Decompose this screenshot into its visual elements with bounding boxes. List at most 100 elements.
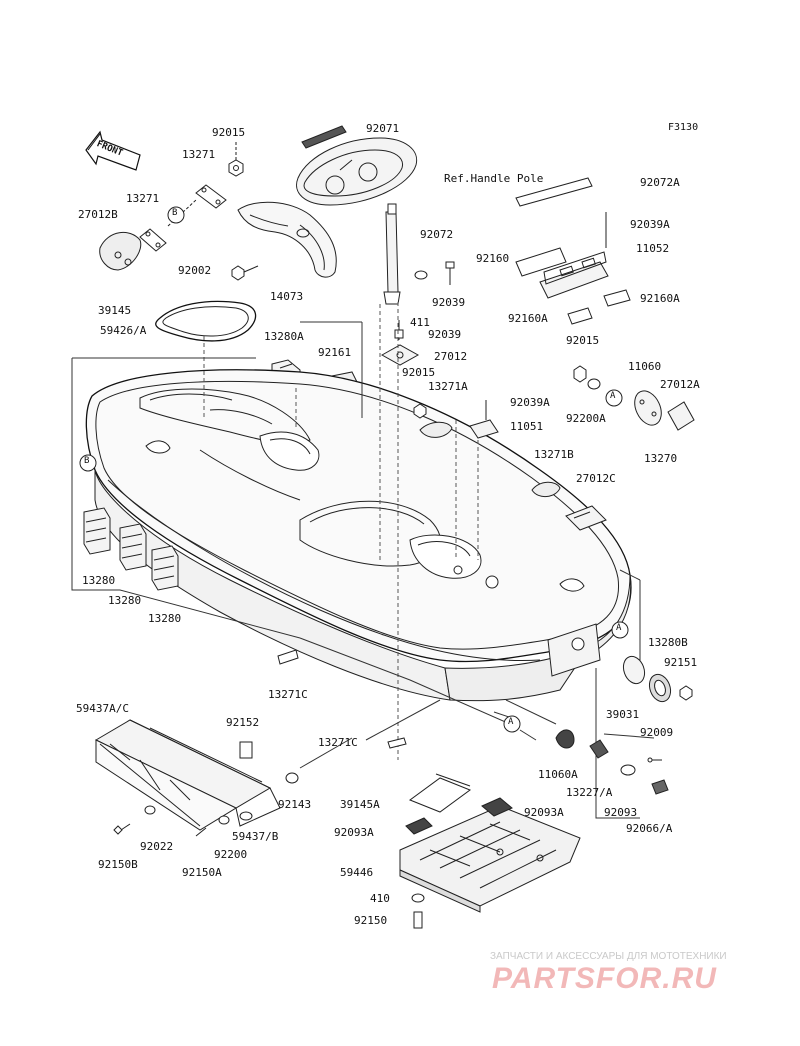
part-label: 14073 xyxy=(270,290,304,303)
plate-13271-lower xyxy=(139,228,167,252)
bolt-92150A xyxy=(195,827,207,837)
nut-92015-right xyxy=(573,365,587,383)
part-label: 92072 xyxy=(420,228,454,241)
part-label: 92039A xyxy=(510,396,550,409)
cover-11060A xyxy=(555,729,575,749)
handle-strap xyxy=(237,201,337,278)
nut-92015 xyxy=(228,159,244,177)
callout-b-left: B xyxy=(84,456,90,466)
callout-b-top: B xyxy=(172,208,178,218)
cover-11060 xyxy=(634,390,662,426)
part-label: 92009 xyxy=(640,726,674,739)
gasket-39145 xyxy=(155,300,257,342)
plate-13271B xyxy=(531,481,561,497)
part-label: 13280 xyxy=(108,594,142,607)
part-label: 59446 xyxy=(340,866,374,879)
part-label: 11052 xyxy=(636,242,670,255)
figure-code: F3130 xyxy=(668,122,699,133)
pad-92160 xyxy=(515,247,567,277)
plate-59446 xyxy=(399,805,581,913)
pad-92093A-left xyxy=(405,817,433,835)
handle-pole-cover xyxy=(296,137,418,206)
part-label: 92093A xyxy=(524,806,564,819)
clip-13280-a xyxy=(83,507,111,555)
part-label: 39145 xyxy=(98,304,132,317)
plate-13271-upper xyxy=(195,184,227,209)
part-label: 92072A xyxy=(640,176,680,189)
part-label: 92039 xyxy=(428,328,462,341)
pole-92072 xyxy=(383,203,401,305)
part-label: 13271A xyxy=(428,380,468,393)
part-label: 92093 xyxy=(604,806,638,819)
part-label: 92200A xyxy=(566,412,606,425)
screw-92009 xyxy=(647,757,662,763)
callout-a-bottom: A xyxy=(508,717,514,727)
clip-13271C-a xyxy=(277,649,299,665)
part-label: 410 xyxy=(370,892,390,905)
part-label: 13280 xyxy=(148,612,182,625)
intake-39145A xyxy=(408,773,472,813)
bolt-92002 xyxy=(231,265,259,281)
callout-a-rear: A xyxy=(616,623,622,633)
part-label: 92066/A xyxy=(626,822,673,835)
part-label: 92022 xyxy=(140,840,174,853)
pad-92160A-right xyxy=(603,289,631,307)
cap-13280B xyxy=(648,673,672,703)
clip-13280-b xyxy=(119,523,147,571)
part-label: 59426/A xyxy=(100,324,147,337)
bolt-92150 xyxy=(413,911,423,929)
bolt-92150B xyxy=(113,823,131,835)
part-label: 11060A xyxy=(538,768,578,781)
part-label: 92015 xyxy=(566,334,600,347)
part-label: 92160 xyxy=(476,252,510,265)
part-label: 92160A xyxy=(640,292,680,305)
part-label: 39145A xyxy=(340,798,380,811)
washer-92143 xyxy=(285,772,299,784)
bracket-11052 xyxy=(539,212,609,299)
callout-circles xyxy=(79,206,629,733)
part-label: 13271 xyxy=(126,192,160,205)
part-label: 92039 xyxy=(432,296,466,309)
part-label: 59437/B xyxy=(232,830,279,843)
part-label: 92200 xyxy=(214,848,248,861)
part-label: 27012B xyxy=(78,208,118,221)
front-arrow-icon xyxy=(85,130,141,171)
part-label: 92015 xyxy=(402,366,436,379)
part-label: 92160A xyxy=(508,312,548,325)
washer-92200A xyxy=(587,378,601,390)
washer-410 xyxy=(411,893,425,903)
part-label: 13271B xyxy=(534,448,574,461)
strap-92072A xyxy=(515,177,593,207)
part-label: 92039A xyxy=(630,218,670,231)
plate-59437 xyxy=(94,719,281,831)
watermark-logo: PARTSFOR.RU xyxy=(492,962,717,995)
part-label: 92151 xyxy=(664,656,698,669)
pad-92160A-left xyxy=(567,307,593,325)
clip-13271C-b xyxy=(387,737,407,749)
part-label: 92161 xyxy=(318,346,352,359)
part-label: 13270 xyxy=(644,452,678,465)
part-label: 59437A/C xyxy=(76,702,129,715)
bracket-11051 xyxy=(469,400,499,439)
bolt-411 xyxy=(394,320,404,340)
pad-92093A-right xyxy=(481,797,513,817)
washer-59437B xyxy=(239,811,253,821)
plug-92066 xyxy=(651,779,669,795)
part-label: 13280A xyxy=(264,330,304,343)
hull-59426 xyxy=(85,369,632,702)
strip-92071 xyxy=(301,125,347,149)
part-label: 13271C xyxy=(318,736,358,749)
part-label: 411 xyxy=(410,316,430,329)
part-label: 27012C xyxy=(576,472,616,485)
clip-13280-c xyxy=(151,545,179,591)
cap-39031 xyxy=(622,655,646,685)
part-label: 92150 xyxy=(354,914,388,927)
part-label: 13280B xyxy=(648,636,688,649)
washer-92093 xyxy=(620,764,636,776)
part-label: 92002 xyxy=(178,264,212,277)
part-label: 13271C xyxy=(268,688,308,701)
bolt-92200 xyxy=(218,815,230,825)
washer-92039 xyxy=(414,261,455,285)
part-label: 27012 xyxy=(434,350,468,363)
